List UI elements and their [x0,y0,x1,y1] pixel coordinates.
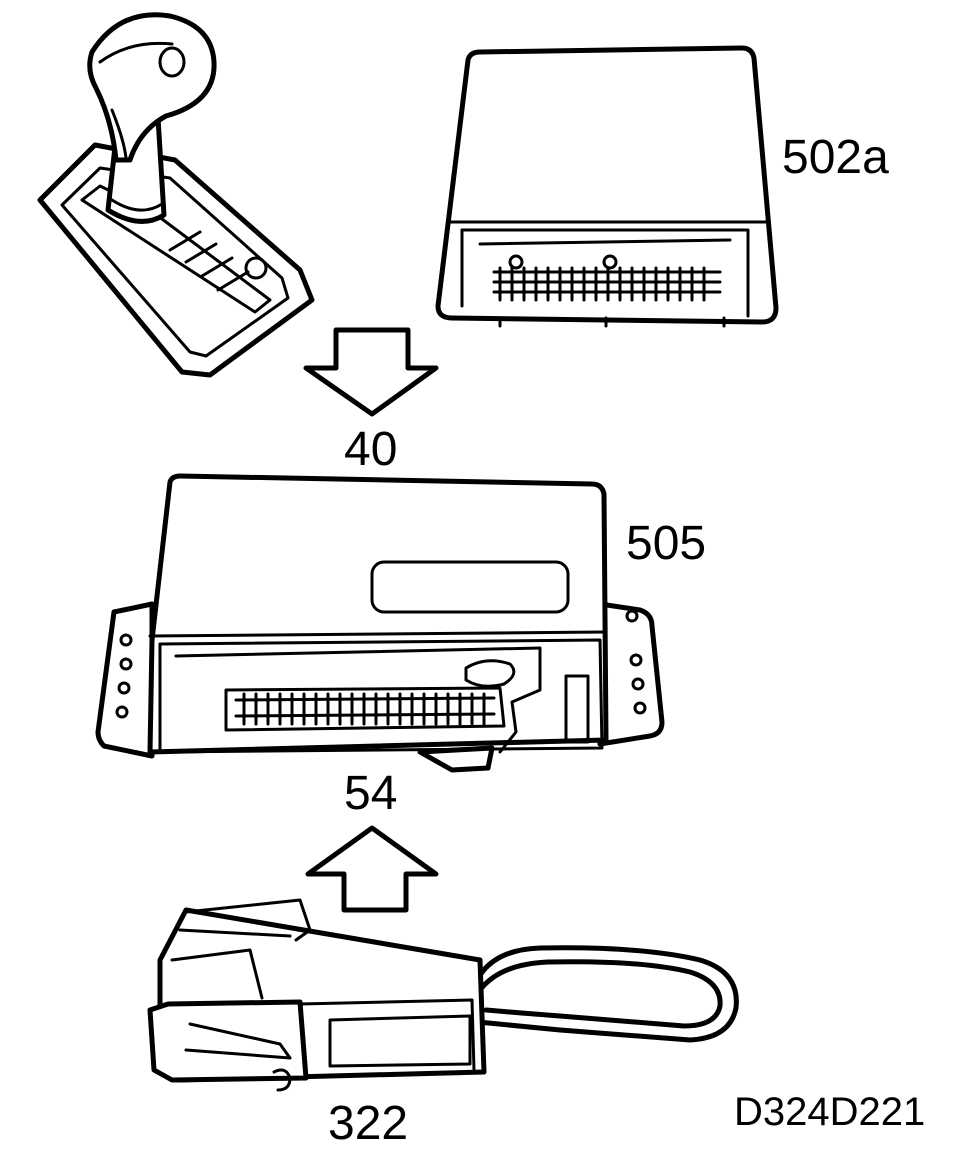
connector-322-illustration [147,898,739,1092]
gearbox-control-unit-505-illustration [95,473,665,773]
gear-shift-lever-illustration [37,12,315,378]
arrow-down-icon [303,327,439,417]
label-322: 322 [328,1097,409,1150]
label-505: 505 [626,517,707,570]
label-40: 40 [344,423,398,476]
arrow-up-icon [305,825,439,913]
figure-reference-code: D324D221 [734,1090,926,1134]
label-502a: 502a [782,131,889,184]
label-54: 54 [344,767,398,820]
shift-control-module-502a-illustration [435,45,779,328]
